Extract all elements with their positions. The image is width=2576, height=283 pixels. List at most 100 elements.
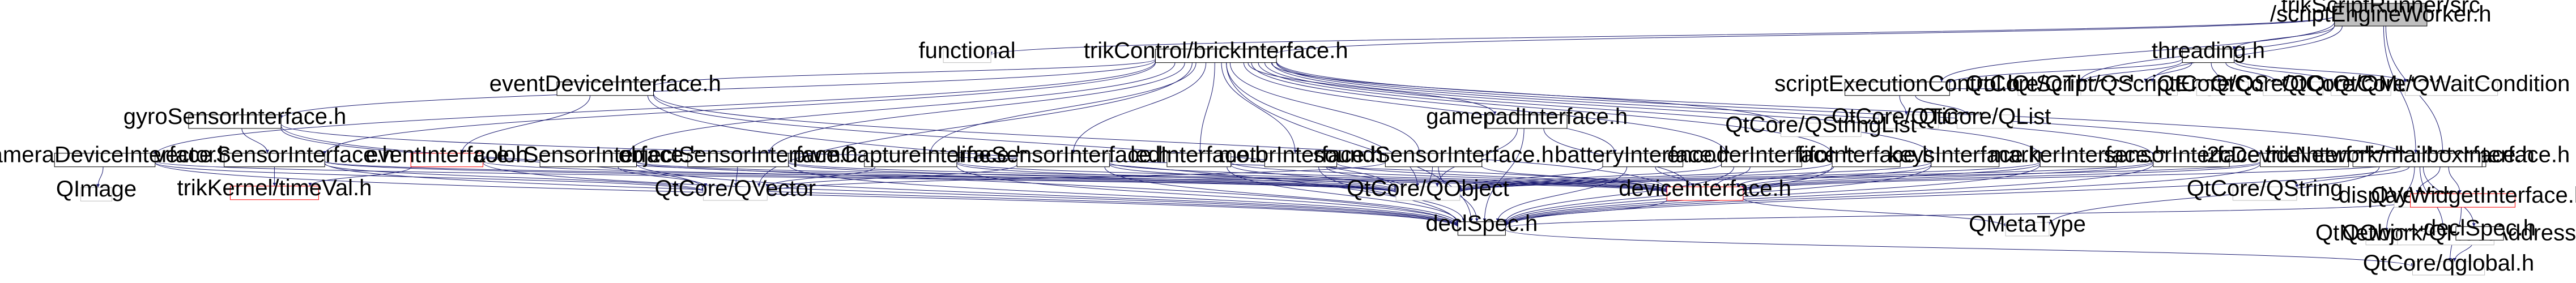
node-box — [1155, 49, 1277, 63]
edge-led-to-qobject — [1230, 164, 1398, 189]
graph-node-root[interactable]: trikScriptRunner/src/scriptEngineWorker.… — [2270, 0, 2492, 27]
graph-node-gamepad[interactable]: gamepadInterface.h — [1426, 104, 1628, 129]
node-box — [1395, 186, 1461, 201]
edge-encoder-to-device — [1714, 166, 1751, 187]
node-label: deviceInterface.h — [1619, 176, 1791, 201]
graph-node-sound[interactable]: soundSensorInterface.h — [1313, 143, 1554, 168]
node-label: markerInterface.h — [1990, 143, 2167, 168]
graph-node-functional: functional — [918, 38, 1015, 63]
node-box — [1832, 153, 1901, 168]
graph-node-kerneltime[interactable]: trikKernel/timeVal.h — [177, 175, 372, 200]
edge-threading-to-qscriptengine — [2144, 62, 2192, 82]
graph-node-declspec[interactable]: declSpec.h — [1425, 211, 1538, 236]
node-box — [2196, 82, 2249, 96]
node-box — [1486, 114, 1568, 129]
graph-node-declspec2[interactable]: declSpec.h — [2424, 216, 2536, 241]
node-label: gamepadInterface.h — [1426, 104, 1628, 129]
graph-node-pwm[interactable]: pwmCaptureInterface.h — [793, 143, 1028, 168]
edge-threading-to-qwaitcondition — [2234, 59, 2407, 83]
graph-node-eventdevice[interactable]: eventDeviceInterface.h — [489, 71, 721, 96]
edge-brick-to-battery — [1243, 62, 1617, 153]
graph-node-threading[interactable]: threading.h — [2152, 38, 2265, 63]
graph-node-scriptexec[interactable]: scriptExecutionControl.h — [1774, 71, 2020, 96]
graph-node-encoder[interactable]: encoderInterface.h — [1667, 143, 1857, 168]
node-box — [1780, 122, 1862, 137]
node-label: batteryInterface.h — [1555, 143, 1731, 168]
graph-node-battery[interactable]: batteryInterface.h — [1555, 143, 1731, 168]
node-box — [702, 186, 768, 201]
node-label: trikControl/brickInterface.h — [1084, 38, 1348, 63]
edge-vector-to-declspec — [324, 162, 1460, 228]
edge-vector-to-qvector — [324, 163, 705, 192]
edge-threading-to-scriptexec — [1948, 58, 2183, 84]
node-label: eventDeviceInterface.h — [489, 71, 721, 96]
edge-brick-to-encoder — [1251, 62, 1728, 153]
graph-node-color[interactable]: colorSensorInterface.h — [474, 143, 702, 168]
node-box — [2039, 153, 2117, 168]
edge-sound-to-device — [1481, 165, 1669, 190]
edge-battery-to-device — [1655, 166, 1694, 187]
edge-camera-to-qimage — [96, 166, 104, 188]
edge-line-to-device — [1109, 162, 1669, 192]
edge-camera-to-declspec — [155, 162, 1460, 228]
node-box — [2410, 193, 2515, 208]
graph-node-qlist: QtCore/QList — [1919, 104, 2051, 129]
graph-node-vector[interactable]: vectorSensorInterface.h — [154, 143, 395, 168]
edge-battery-to-declspec — [1496, 166, 1628, 222]
graph-node-brick[interactable]: trikControl/brickInterface.h — [1084, 38, 1348, 63]
graph-node-line[interactable]: lineSensorInterface.h — [956, 143, 1170, 168]
edge-battery-to-qobject — [1458, 166, 1603, 189]
edge-declspec-to-qtglobal — [1505, 229, 2415, 267]
node-box — [2182, 49, 2235, 63]
edge-color-to-device — [636, 161, 1668, 193]
edge-event-to-kerneltime — [308, 166, 412, 187]
graph-node-gyro[interactable]: gyroSensorInterface.h — [124, 104, 347, 129]
graph-node-fifo[interactable]: fifoInterface.h — [1798, 143, 1935, 168]
edge-marker-to-qobject — [1458, 161, 2041, 192]
edge-encoder-to-qobject — [1458, 164, 1722, 191]
graph-node-event[interactable]: eventInterface.h — [365, 143, 528, 168]
node-box — [1264, 153, 1338, 168]
node-box — [1457, 221, 1506, 236]
edge-mailbox-to-qmetatype — [2047, 166, 2380, 226]
graph-node-motor[interactable]: motorInterface.h — [1218, 143, 1383, 168]
graph-node-displaywidget[interactable]: displayWidgetInterface.h — [2339, 183, 2576, 208]
node-label: ledInterface.h — [1130, 143, 1267, 168]
edge-scriptexec-to-qlist — [1915, 95, 1969, 115]
node-label: displayWidgetInterface.h — [2339, 183, 2576, 208]
edge-eventdevice-to-event — [460, 95, 591, 153]
graph-node-device[interactable]: deviceInterface.h — [1619, 176, 1791, 201]
graph-node-led[interactable]: ledInterface.h — [1130, 143, 1267, 168]
edge-gyro-to-declspec — [280, 125, 1460, 227]
edge-i2c-to-declspec — [1504, 164, 2261, 227]
node-box — [188, 114, 282, 129]
node-box — [1666, 186, 1744, 201]
graph-node-marker[interactable]: markerInterface.h — [1990, 143, 2167, 168]
edge-fifo-to-device — [1736, 166, 1834, 187]
edge-camera-to-qvector — [155, 162, 705, 192]
edge-brick-to-led — [1198, 62, 1215, 153]
node-label: declSpec.h — [2424, 216, 2536, 241]
edge-marker-to-declspec — [1504, 164, 2041, 226]
node-label: scriptExecutionControl.h — [1774, 71, 2020, 96]
node-box — [2005, 222, 2050, 237]
node-box — [2331, 82, 2391, 96]
graph-node-qstringlist: QtCore/QStringList — [1725, 112, 1917, 137]
graph-node-qvector: QtCore/QVector — [655, 176, 816, 201]
edge-pwm-to-qobject — [956, 162, 1398, 192]
edge-gyro-to-device — [280, 123, 1669, 192]
edge-line-to-qvector — [765, 164, 1017, 191]
node-label: cameraDeviceInterface.h — [0, 143, 231, 168]
node-box — [410, 153, 483, 168]
graph-node-sensor[interactable]: sensorInterface.h — [2104, 143, 2279, 168]
graph-node-mailbox[interactable]: trikNetwork/mailboxInterface.h — [2265, 143, 2570, 168]
graph-node-object[interactable]: objectSensorInterface.h — [619, 143, 858, 168]
edge-brick-to-vector — [323, 62, 1156, 155]
graph-node-qtglobal: QtCore/qglobal.h — [2363, 251, 2534, 276]
edge-motor-to-qobject — [1326, 166, 1404, 187]
node-box — [2404, 82, 2498, 96]
graph-node-keys[interactable]: keysInterface.h — [1888, 143, 2042, 168]
edge-brick-to-i2c — [1276, 61, 2262, 156]
graph-node-camera[interactable]: cameraDeviceInterface.h — [0, 143, 231, 168]
edge-brick-to-camera — [153, 61, 1156, 156]
